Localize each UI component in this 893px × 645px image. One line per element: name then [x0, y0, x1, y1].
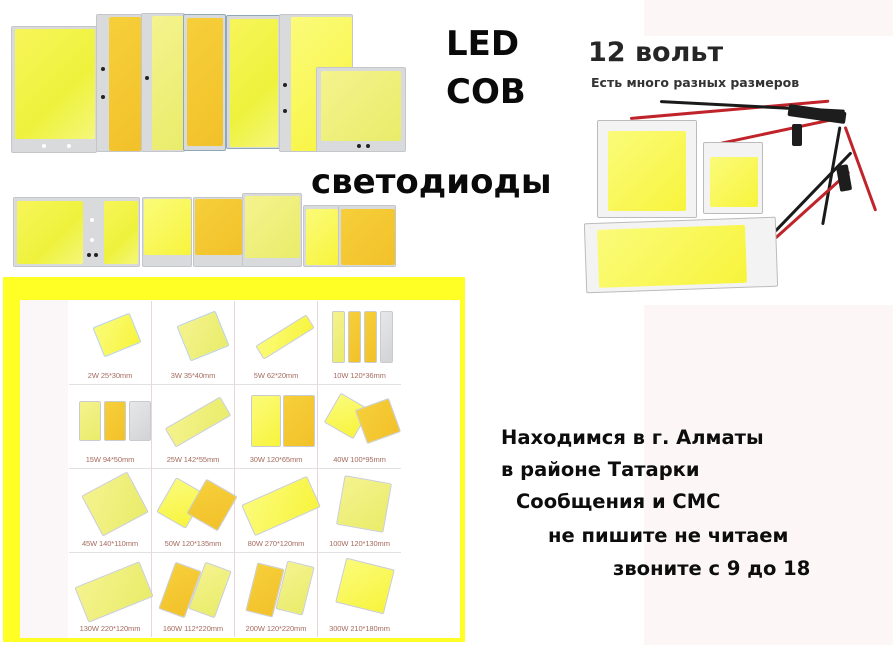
voltage-subtitle: Есть много разных размеров: [591, 75, 800, 90]
led-panel-image: [303, 205, 339, 267]
led-panel-image: [338, 205, 396, 267]
led-panel-image: [183, 14, 226, 151]
led-panel-image: [11, 26, 97, 153]
plug-connector: [792, 124, 802, 146]
led-panel-image: [13, 197, 140, 267]
headline-svetodiody: светодиоды: [311, 162, 552, 202]
product-cell: 100W 120*130mm: [318, 469, 401, 553]
product-cell: 200W 120*220mm: [235, 553, 318, 637]
led-panel-image: [141, 13, 185, 152]
product-label: 30W 120*65mm: [249, 455, 303, 464]
product-cell: 30W 120*65mm: [235, 385, 318, 469]
product-cell: 50W 120*135mm: [152, 469, 238, 553]
product-cell: 5W 62*20mm: [235, 301, 318, 385]
contact-no-read-note: не пишите не читаем: [548, 524, 789, 547]
led-panel-small: [703, 142, 763, 214]
product-label: 100W 120*130mm: [329, 539, 390, 548]
background-tint-bottom: [644, 305, 893, 645]
product-cell: 80W 270*120mm: [235, 469, 321, 553]
headline-cob: COB: [446, 72, 526, 112]
product-cell: 15W 94*50mm: [69, 385, 152, 469]
wire-red: [719, 117, 838, 145]
contact-call-hours: звоните с 9 до 18: [613, 557, 811, 580]
product-label: 2W 25*30mm: [87, 371, 133, 380]
led-panel-image: [193, 197, 243, 267]
product-label: 45W 140*110mm: [81, 539, 139, 548]
contact-location: Находимся в г. Алматы: [501, 426, 764, 449]
product-cell: 45W 140*110mm: [69, 469, 152, 553]
wire-black: [773, 151, 853, 233]
product-label: 130W 220*120mm: [79, 624, 141, 633]
led-panel-image: [226, 15, 281, 149]
product-cell: 2W 25*30mm: [69, 301, 152, 385]
product-cell: 160W 112*220mm: [152, 553, 235, 637]
product-label: 10W 120*36mm: [333, 371, 386, 380]
headline-led: LED: [446, 24, 520, 64]
led-panel-image: [142, 197, 192, 267]
product-label: 50W 120*135mm: [164, 539, 222, 548]
product-cell: 25W 142*55mm: [152, 385, 235, 469]
contact-messages-note: Сообщения и СМС: [516, 490, 721, 513]
voltage-title: 12 вольт: [588, 37, 724, 68]
product-cell: 300W 210*180mm: [318, 553, 401, 637]
product-cell: 3W 35*40mm: [152, 301, 235, 385]
product-label: 25W 142*55mm: [166, 455, 220, 464]
product-label: 40W 100*95mm: [333, 455, 386, 464]
product-label: 300W 210*180mm: [329, 624, 390, 633]
led-panel-large: [597, 120, 697, 218]
led-panel-image: [242, 193, 302, 267]
product-cell: 40W 100*95mm: [318, 385, 402, 469]
contact-district: в районе Татарки: [501, 458, 700, 481]
product-label: 15W 94*50mm: [85, 455, 135, 464]
product-label: 160W 112*220mm: [162, 624, 224, 633]
product-cell: 130W 220*120mm: [69, 553, 154, 637]
product-label: 3W 35*40mm: [170, 371, 216, 380]
chart-margin: [20, 300, 68, 638]
product-label: 5W 62*20mm: [253, 371, 299, 380]
product-grid: 2W 25*30mm 3W 35*40mm 5W 62*20mm 10W 120…: [69, 301, 402, 637]
product-label: 80W 270*120mm: [247, 539, 305, 548]
product-label: 200W 120*220mm: [245, 624, 307, 633]
background-tint-top: [644, 0, 893, 36]
plug-connector: [835, 164, 853, 192]
led-panel-wide: [583, 216, 779, 294]
product-cell: 10W 120*36mm: [318, 301, 401, 385]
product-size-chart: 2W 25*30mm 3W 35*40mm 5W 62*20mm 10W 120…: [3, 277, 465, 642]
led-panel-image: [96, 14, 142, 152]
led-panel-image: [316, 67, 406, 152]
